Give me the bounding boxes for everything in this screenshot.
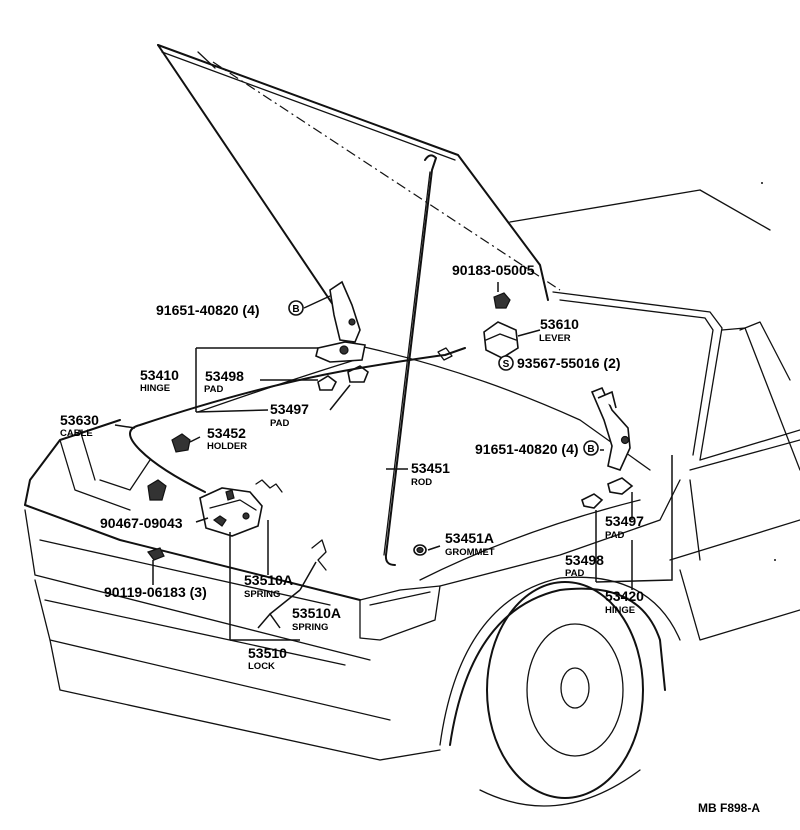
- label-91651-40820-right: 91651-40820 (4): [475, 441, 579, 457]
- screw-symbol: S: [498, 355, 514, 371]
- label-53451A: 53451A: [445, 530, 494, 546]
- label-cable: CABLE: [60, 428, 93, 439]
- svg-text:S: S: [503, 359, 510, 370]
- label-53420: 53420: [605, 588, 644, 604]
- label-pad-left-2: PAD: [270, 418, 289, 429]
- label-53630: 53630: [60, 412, 99, 428]
- label-pad-right-2: PAD: [565, 568, 584, 579]
- label-53497-right: 53497: [605, 513, 644, 529]
- hinge-left-part: [315, 280, 366, 363]
- leader-lines: [114, 282, 673, 641]
- label-53610: 53610: [540, 316, 579, 332]
- pads-parts: [317, 365, 634, 509]
- label-53451: 53451: [411, 460, 450, 476]
- label-spring-2: SPRING: [292, 622, 328, 633]
- label-53498-right: 53498: [565, 552, 604, 568]
- label-90467-09043: 90467-09043: [100, 515, 183, 531]
- label-pad-left-1: PAD: [204, 384, 223, 395]
- label-93567-55016: 93567-55016 (2): [517, 355, 621, 371]
- cable-part: [129, 347, 466, 493]
- holder-part: [147, 433, 191, 501]
- label-53498-left: 53498: [205, 368, 244, 384]
- hood-rod-part: [383, 154, 437, 566]
- label-90119-06183: 90119-06183 (3): [104, 584, 207, 600]
- part-labels: 91651-40820 (4) 90183-05005 53610 LEVER …: [60, 262, 760, 815]
- label-53510A-1: 53510A: [244, 572, 293, 588]
- grommet-part: [413, 544, 427, 556]
- label-hinge-right: HINGE: [605, 605, 635, 616]
- label-rod: ROD: [411, 477, 432, 488]
- vehicle-body-outline: [24, 44, 800, 807]
- label-lever: LEVER: [539, 333, 571, 344]
- label-91651-40820-left: 91651-40820 (4): [156, 302, 260, 318]
- label-spring-1: SPRING: [244, 589, 280, 600]
- label-holder: HOLDER: [207, 441, 247, 452]
- hinge-right-part: [590, 386, 631, 471]
- label-53452: 53452: [207, 425, 246, 441]
- label-53410: 53410: [140, 367, 179, 383]
- bolt-symbol-right: B: [583, 440, 599, 456]
- label-grommet: GROMMET: [445, 547, 495, 558]
- label-90183-05005: 90183-05005: [452, 262, 535, 278]
- label-53510A-2: 53510A: [292, 605, 341, 621]
- svg-text:B: B: [292, 304, 299, 315]
- label-53510: 53510: [248, 645, 287, 661]
- label-hinge-left: HINGE: [140, 383, 170, 394]
- svg-text:B: B: [587, 444, 594, 455]
- label-53497-left: 53497: [270, 401, 309, 417]
- figure-code: MB F898-A: [698, 801, 760, 815]
- label-pad-right-1: PAD: [605, 530, 624, 541]
- lever-part: [483, 292, 519, 359]
- label-lock: LOCK: [248, 661, 275, 672]
- lock-assembly-part: [147, 479, 327, 571]
- bolt-symbol-left: B: [288, 300, 304, 316]
